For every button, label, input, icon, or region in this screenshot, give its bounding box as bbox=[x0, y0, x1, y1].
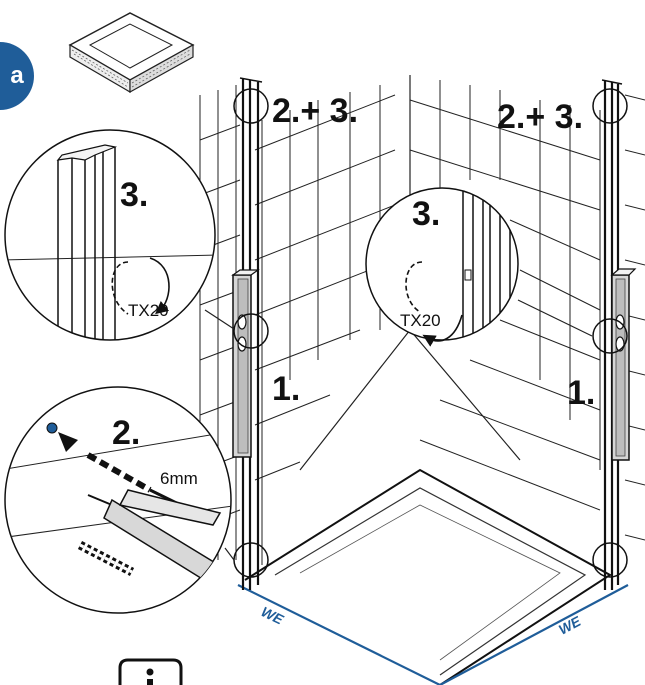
top-left-marker-label: 2.+ 3. bbox=[272, 92, 358, 130]
inset-left-tool-label: TX20 bbox=[128, 301, 169, 320]
level-icon-right bbox=[610, 268, 637, 461]
inset-drill-step-label: 2. bbox=[112, 414, 140, 452]
left-wall-tiles bbox=[199, 80, 411, 565]
inset-center-tool-label: TX20 bbox=[400, 311, 441, 330]
level-icon bbox=[231, 269, 260, 458]
inset-drill: 2. 6mm bbox=[4, 386, 232, 614]
tray-icon bbox=[68, 12, 195, 94]
we-lines bbox=[237, 584, 629, 685]
inset-drill-size-label: 6mm bbox=[160, 469, 198, 488]
top-right-marker-label: 2.+ 3. bbox=[497, 98, 583, 136]
left-step1-label: 1. bbox=[272, 370, 300, 408]
inset-left: 3. TX20 bbox=[4, 129, 216, 341]
wall-plug-icon bbox=[77, 541, 135, 576]
shower-tray bbox=[244, 468, 612, 685]
screwdriver-rotation-icon-center bbox=[405, 261, 463, 347]
inset-center-step-label: 3. bbox=[412, 195, 440, 233]
info-icon bbox=[118, 658, 183, 685]
inset-center: 3. TX20 bbox=[365, 187, 519, 347]
we-right-label: WE bbox=[556, 613, 584, 638]
inset-left-step-label: 3. bbox=[120, 176, 148, 214]
screwdriver-rotation-icon bbox=[111, 257, 170, 315]
right-step1-label: 1. bbox=[567, 374, 595, 412]
leader-lines bbox=[204, 299, 593, 561]
